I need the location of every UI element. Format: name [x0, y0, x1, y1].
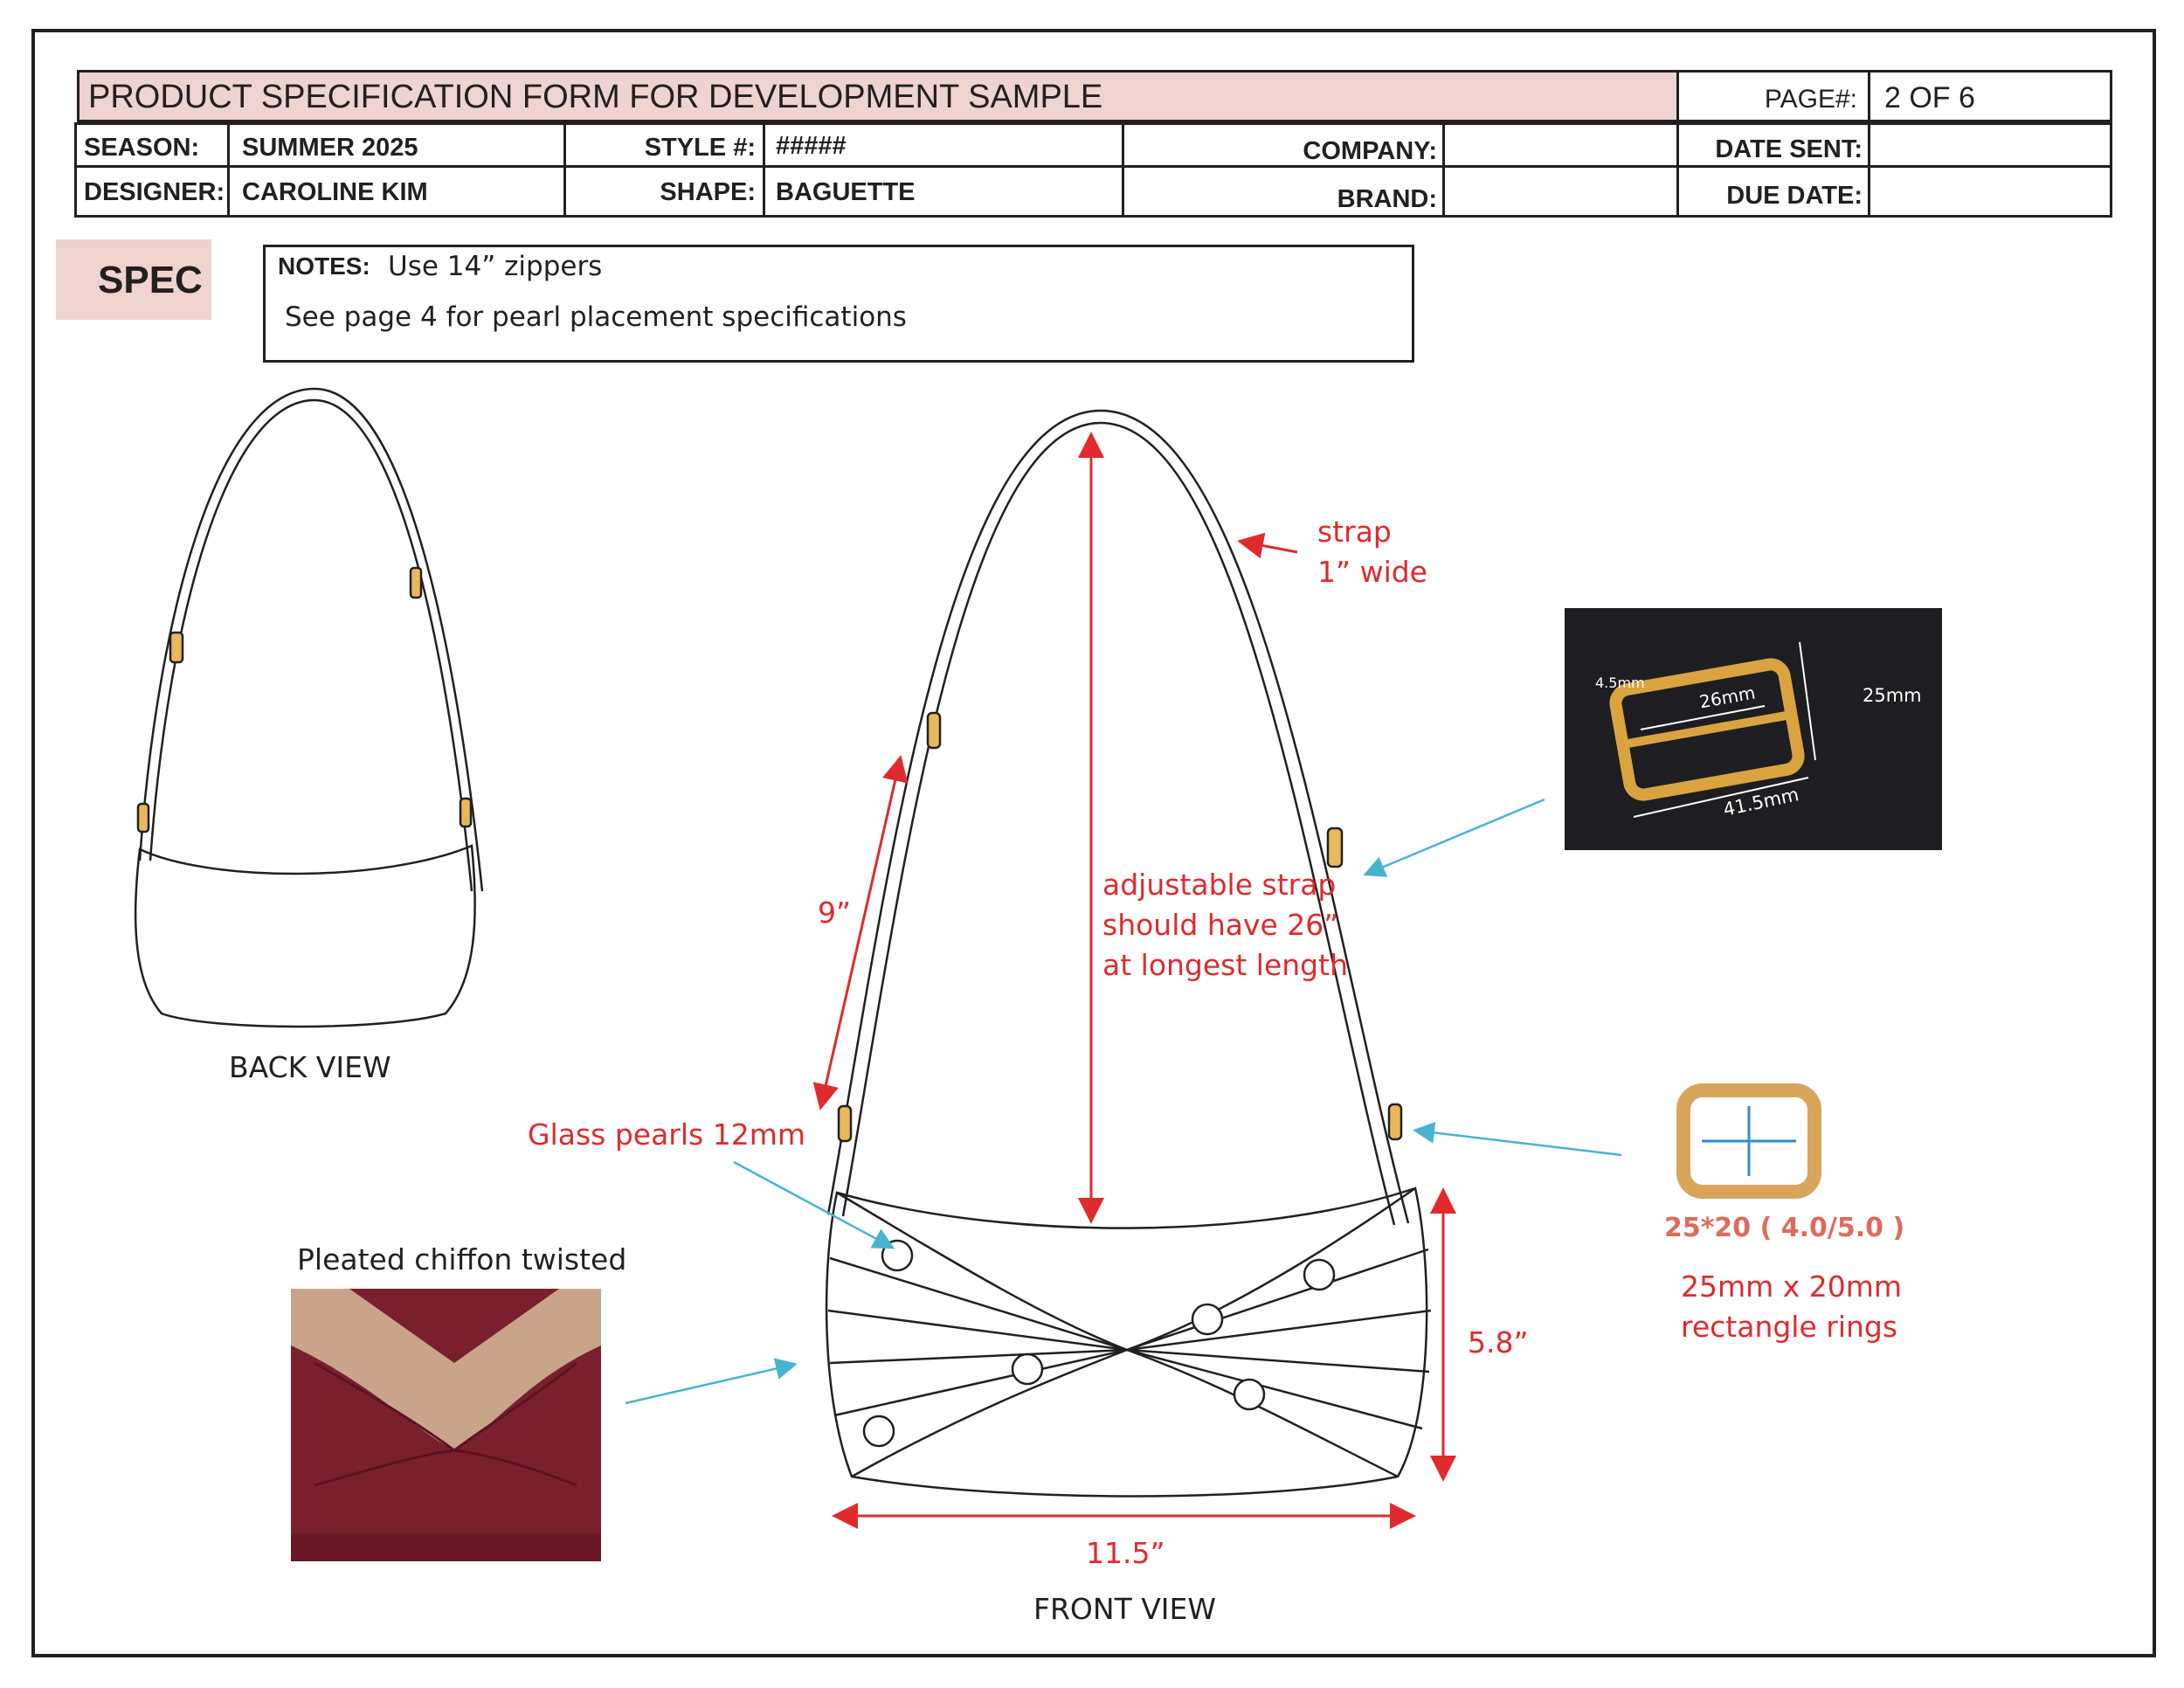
form-title: PRODUCT SPECIFICATION FORM FOR DEVELOPME…: [88, 79, 1103, 115]
notes-label: NOTES:: [278, 253, 370, 280]
adjustable-strap-note: adjustable strap should have 26” at long…: [1102, 865, 1348, 986]
designer-label: DESIGNER:: [84, 178, 225, 206]
page-label: PAGE#:: [1764, 85, 1857, 114]
style-label: STYLE #:: [644, 134, 756, 162]
buckle-thickness-label: 4.5mm: [1595, 675, 1645, 691]
pearls-note: Glass pearls 12mm: [528, 1117, 806, 1152]
ring-pointer: [1413, 1121, 1622, 1157]
back-view-body: [134, 844, 476, 1028]
brand-label: BRAND:: [1337, 185, 1437, 213]
chiffon-caption: Pleated chiffon twisted: [297, 1242, 627, 1276]
ring-code-label: 25*20 ( 4.0/5.0 ): [1664, 1213, 1905, 1243]
adjustable-line2: should have 26”: [1102, 908, 1339, 942]
page-value: 2 OF 6: [1884, 81, 1975, 114]
style-value: #####: [776, 132, 847, 160]
note-pearl-placement: See page 4 for pearl placement specifica…: [285, 301, 907, 333]
buckle-pointer: [1363, 798, 1545, 877]
front-view-caption: FRONT VIEW: [1033, 1592, 1217, 1626]
back-view-drawing: [134, 387, 484, 1028]
due-date-label: DUE DATE:: [1726, 182, 1863, 210]
due-date-value-cell: [1868, 165, 2112, 218]
ring-note: 25mm x 20mm rectangle rings: [1681, 1267, 1902, 1347]
strap-drop-label: 9”: [818, 896, 852, 930]
spec-tag: SPEC: [56, 239, 211, 320]
strap-drop-arrow: [812, 755, 909, 1110]
date-sent-label: DATE SENT:: [1715, 135, 1863, 163]
front-view-body: [825, 1186, 1428, 1498]
strap-width-line2: 1” wide: [1317, 555, 1427, 589]
rectangle-ring-illustration: [1676, 1083, 1821, 1199]
chiffon-swatch-photo: [291, 1289, 601, 1561]
designer-value: CAROLINE KIM: [242, 178, 428, 206]
strap-width-line1: strap: [1317, 515, 1392, 549]
width-label: 11.5”: [1086, 1536, 1165, 1570]
shape-value: BAGUETTE: [776, 178, 916, 206]
pointer-arrows: [625, 798, 1622, 1405]
ring-line2: rectangle rings: [1681, 1310, 1898, 1344]
buckle-height-label: 25mm: [1863, 685, 1922, 706]
page-value-cell: 2 OF 6: [1868, 70, 2112, 122]
spec-tag-label: SPEC: [98, 259, 203, 301]
height-label: 5.8”: [1468, 1325, 1529, 1359]
shape-label: SHAPE:: [660, 178, 756, 206]
buckle-photo: [1565, 608, 1942, 850]
page-border: [31, 29, 2156, 1657]
page-label-cell: PAGE#:: [1676, 70, 1870, 122]
chiffon-pointer: [625, 1358, 798, 1405]
pearl-pointer: [733, 1160, 895, 1249]
back-view-strap: [138, 387, 484, 892]
designer-value-cell: CAROLINE KIM: [227, 165, 566, 218]
season-value-cell: SUMMER 2025: [227, 122, 566, 168]
ring-line1: 25mm x 20mm: [1681, 1269, 1903, 1304]
company-label: COMPANY:: [1303, 137, 1437, 165]
adjustable-line3: at longest length: [1102, 948, 1348, 982]
shape-label-cell: SHAPE:: [563, 165, 765, 218]
title-cell: PRODUCT SPECIFICATION FORM FOR DEVELOPME…: [77, 70, 1679, 122]
strap-pointer-arrow: [1237, 532, 1298, 559]
strap-width-note: strap 1” wide: [1317, 512, 1427, 592]
dimension-arrows: [812, 432, 1456, 1529]
note-zippers: Use 14” zippers: [388, 251, 603, 282]
adjustable-line1: adjustable strap: [1102, 868, 1337, 902]
season-label: SEASON:: [84, 134, 200, 162]
notes-box: NOTES: Use 14” zippers See page 4 for pe…: [263, 245, 1414, 363]
season-value: SUMMER 2025: [242, 134, 418, 162]
due-date-label-cell: DUE DATE:: [1676, 165, 1870, 218]
back-view-caption: BACK VIEW: [229, 1050, 391, 1084]
